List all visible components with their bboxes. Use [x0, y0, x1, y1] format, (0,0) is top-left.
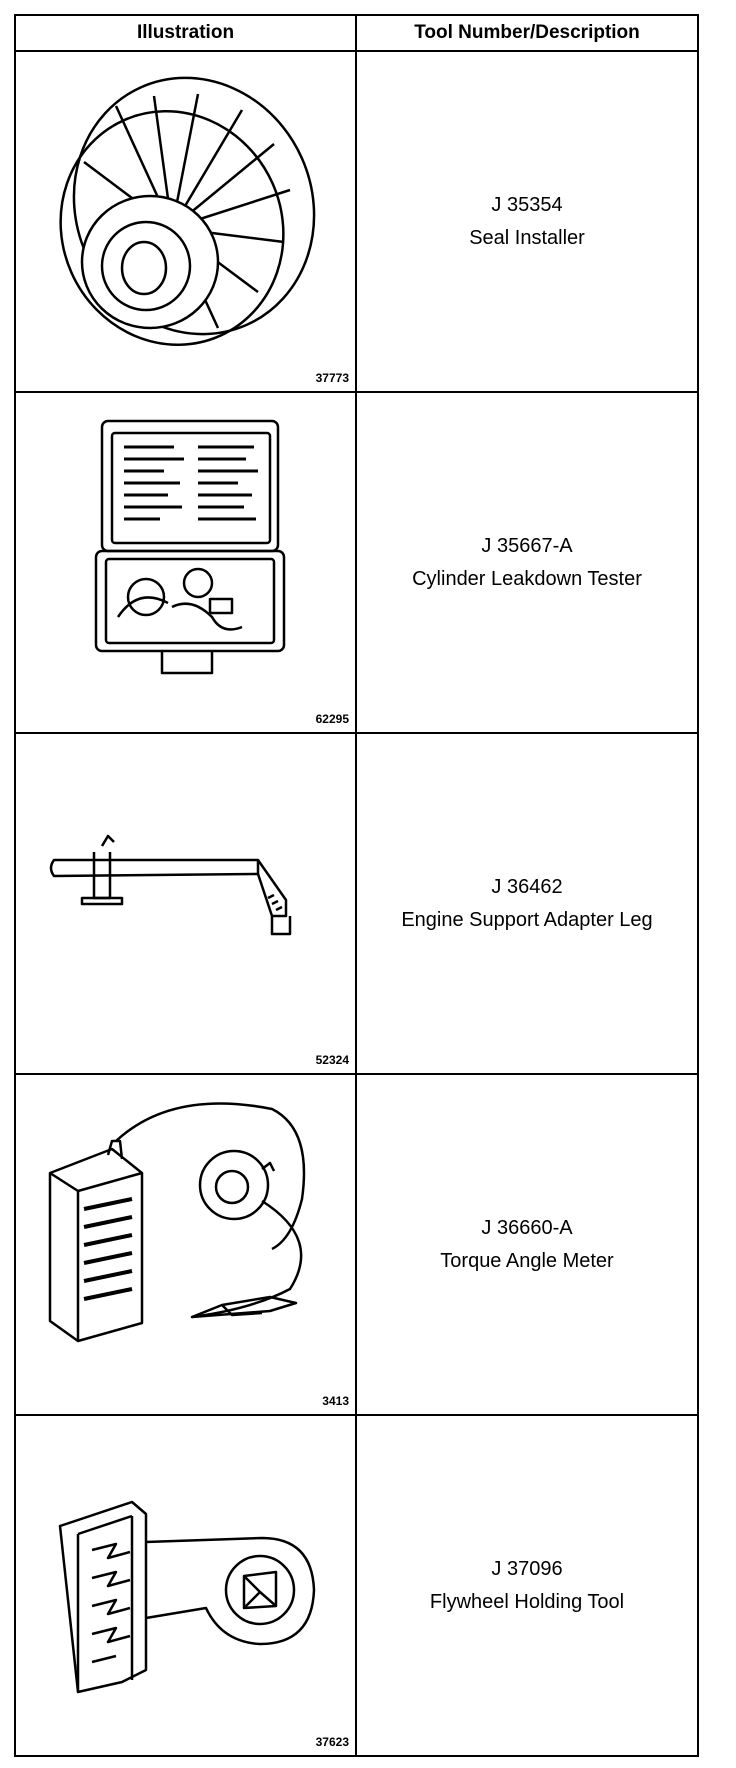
tool-number: J 35354: [491, 193, 563, 216]
table-row: 37773 J 35354 Seal Installer: [14, 50, 699, 393]
table-row: 37623 J 37096 Flywheel Holding Tool: [14, 1414, 699, 1757]
table-row: 3413 J 36660-A Torque Angle Meter: [14, 1073, 699, 1416]
tool-cell: J 35667-A Cylinder Leakdown Tester: [355, 391, 699, 734]
figure-number: 3413: [322, 1394, 349, 1408]
header-row: Illustration Tool Number/Description: [14, 14, 699, 52]
tool-cell: J 36660-A Torque Angle Meter: [355, 1073, 699, 1416]
figure-number: 37623: [315, 1735, 349, 1749]
tool-number: J 36660-A: [481, 1216, 573, 1239]
tool-number: J 35667-A: [481, 534, 573, 557]
seal-installer-icon: [59, 76, 316, 346]
tool-table: Illustration Tool Number/Description 377…: [14, 14, 699, 1757]
illustration-cell: 62295: [14, 391, 357, 734]
figure-number: 37773: [315, 371, 349, 385]
tool-description: Cylinder Leakdown Tester: [412, 567, 642, 590]
illustration-cell: 3413: [14, 1073, 357, 1416]
tool-description: Flywheel Holding Tool: [429, 1590, 625, 1613]
figure-number: 52324: [315, 1053, 349, 1067]
header-illustration: Illustration: [14, 14, 357, 52]
tool-description: Seal Installer: [469, 226, 585, 249]
tool-number: J 37096: [491, 1557, 563, 1580]
tool-cell: J 37096 Flywheel Holding Tool: [355, 1414, 699, 1757]
tool-description: Engine Support Adapter Leg: [401, 908, 653, 931]
torque-angle-meter-icon: [48, 1102, 306, 1343]
table-row: 52324 J 36462 Engine Support Adapter Leg: [14, 732, 699, 1075]
leakdown-tester-case-icon: [94, 419, 286, 675]
tool-description: Torque Angle Meter: [440, 1249, 614, 1272]
header-tool-description: Tool Number/Description: [355, 14, 699, 52]
figure-number: 62295: [315, 712, 349, 726]
adapter-leg-icon: [49, 834, 292, 936]
tool-cell: J 36462 Engine Support Adapter Leg: [355, 732, 699, 1075]
illustration-cell: 52324: [14, 732, 357, 1075]
table-row: 62295 J 35667-A Cylinder Leakdown Tester: [14, 391, 699, 734]
illustration-cell: 37623: [14, 1414, 357, 1757]
tool-cell: J 35354 Seal Installer: [355, 50, 699, 393]
tool-number: J 36462: [491, 875, 563, 898]
illustration-cell: 37773: [14, 50, 357, 393]
flywheel-holding-tool-icon: [58, 1500, 316, 1694]
